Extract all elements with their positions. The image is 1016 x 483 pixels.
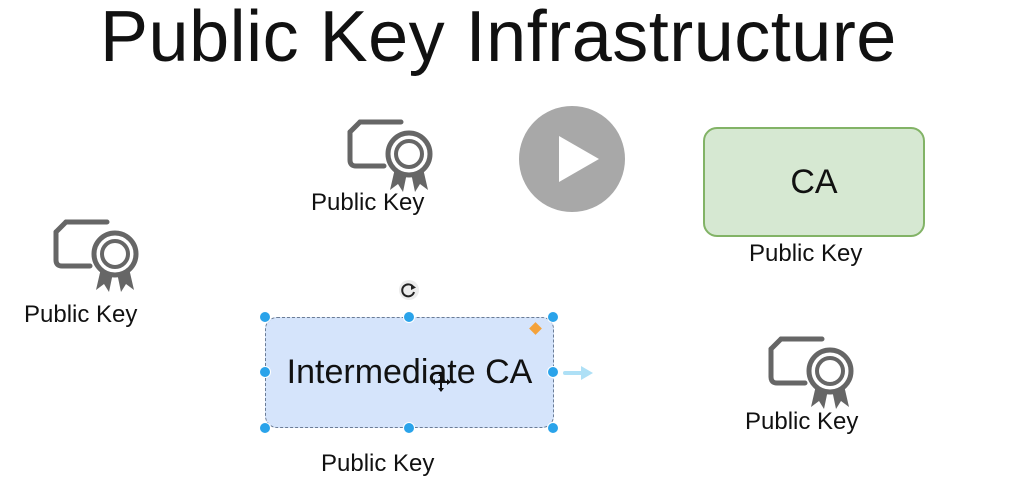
certificate-icon[interactable] [52,218,152,298]
resize-handle-left[interactable] [259,366,271,378]
rotate-icon[interactable] [398,279,420,301]
certificate-icon[interactable] [346,118,446,198]
ca-node-label: CA [790,162,838,201]
slide-title: Public Key Infrastructure [100,0,897,77]
move-cursor-icon [431,372,451,397]
play-button[interactable] [519,106,625,212]
intermediate-public-key-label: Public Key [321,450,435,477]
certificate-label: Public Key [24,301,138,328]
intermediate-ca-label: Intermediate CA [286,353,533,391]
resize-handle-top[interactable] [403,311,415,323]
resize-handle-top-left[interactable] [259,311,271,323]
resize-handle-right[interactable] [547,366,559,378]
resize-handle-bottom-left[interactable] [259,422,271,434]
resize-handle-bottom[interactable] [403,422,415,434]
certificate-icon[interactable] [767,335,867,415]
intermediate-ca-node[interactable]: Intermediate CA [265,317,554,428]
certificate-label: Public Key [745,408,859,435]
ca-public-key-label: Public Key [749,240,863,267]
connect-arrow-icon[interactable] [563,364,595,387]
resize-handle-bottom-right[interactable] [547,422,559,434]
resize-handle-top-right[interactable] [547,311,559,323]
ca-node[interactable]: CA [703,127,925,237]
certificate-label: Public Key [311,189,425,216]
play-icon [559,136,599,182]
